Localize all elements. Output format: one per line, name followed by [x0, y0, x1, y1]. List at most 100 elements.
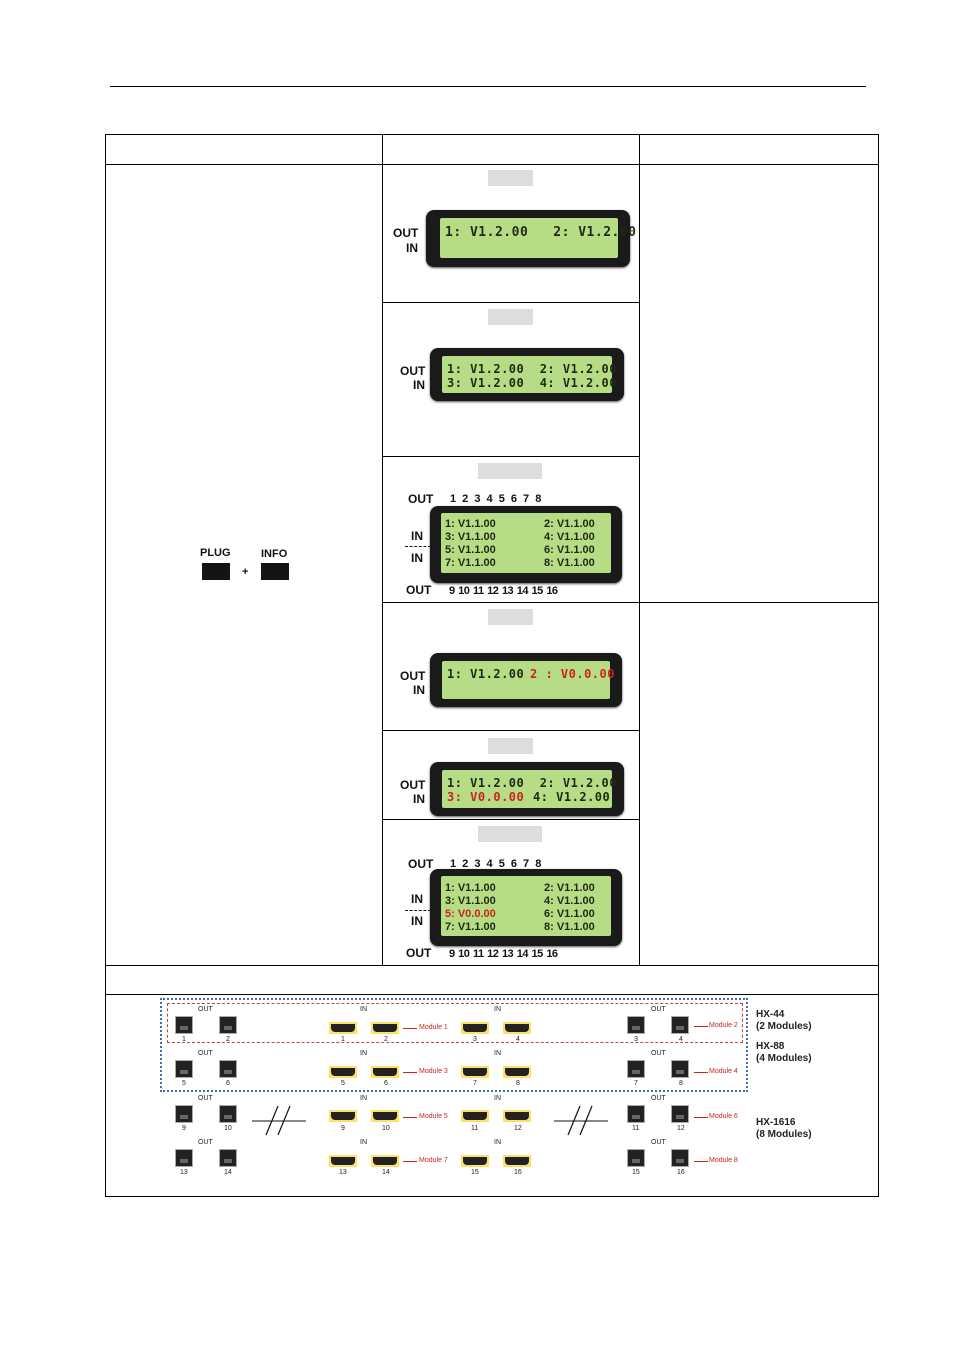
hdmi-port-icon: [371, 1110, 399, 1122]
in-label: IN: [494, 1006, 501, 1013]
info-button[interactable]: [261, 563, 289, 580]
lcd-cell: 2: V1.1.00: [544, 882, 595, 894]
lcd-cell: 1: V1.1.00: [445, 518, 496, 530]
port-number: 13: [180, 1169, 188, 1176]
port-number: 14: [382, 1169, 390, 1176]
model-tag: [488, 609, 533, 625]
in-label-1: IN: [411, 529, 423, 543]
in-label: IN: [360, 1139, 367, 1146]
hdmi-port-icon: [503, 1022, 531, 1034]
in-label: IN: [494, 1095, 501, 1102]
plug-label: PLUG: [200, 547, 231, 559]
lcd-cell: 6: V1.1.00: [544, 908, 595, 920]
lcd-screen: [441, 876, 611, 936]
out-label: OUT: [198, 1050, 213, 1057]
in-label: IN: [494, 1139, 501, 1146]
module-label: Module 7: [419, 1157, 448, 1164]
rj45-port-icon: [219, 1149, 237, 1167]
header-rule: [110, 86, 866, 87]
port-number: 5: [341, 1080, 345, 1087]
lcd-screen: [440, 218, 618, 258]
hdmi-port-icon: [329, 1155, 357, 1167]
hdmi-port-icon: [503, 1110, 531, 1122]
port-number: 3: [634, 1036, 638, 1043]
hdmi-port-icon: [371, 1155, 399, 1167]
port-number: 13: [339, 1169, 347, 1176]
port-number: 14: [224, 1169, 232, 1176]
out-numbers-bottom: 9 10 11 12 13 14 15 16: [449, 948, 558, 960]
rj45-port-icon: [627, 1149, 645, 1167]
module-label: Module 2: [709, 1022, 738, 1029]
out-label: OUT: [400, 669, 426, 683]
in-label: IN: [413, 378, 425, 392]
port-number: 12: [677, 1125, 685, 1132]
out-label: OUT: [198, 1139, 213, 1146]
port-number: 11: [471, 1125, 479, 1132]
lcd-line-2-ok: 4: V1.2.00: [533, 790, 611, 804]
port-number: 2: [384, 1036, 388, 1043]
module-label: Module 6: [709, 1113, 738, 1120]
in-label: IN: [494, 1050, 501, 1057]
lcd-line-2: 3: V1.2.00 4: V1.2.00: [447, 376, 617, 390]
in-label-1: IN: [411, 892, 423, 906]
lcd-cell: 3: V1.1.00: [445, 531, 496, 543]
lcd-cell: 1: V1.1.00: [445, 882, 496, 894]
lcd-cell: 3: V1.1.00: [445, 895, 496, 907]
port-number: 16: [514, 1169, 522, 1176]
lcd-line-1: 1: V1.2.00 2: V1.2.00: [445, 225, 637, 240]
in-label: IN: [413, 683, 425, 697]
port-number: 10: [224, 1125, 232, 1132]
lcd-right-error: 2 : V0.0.00: [530, 667, 615, 681]
lcd-screen: [442, 661, 610, 699]
out-label: OUT: [198, 1006, 213, 1013]
port-number: 12: [514, 1125, 522, 1132]
plug-button[interactable]: [202, 563, 230, 580]
port-number: 8: [516, 1080, 520, 1087]
lcd-cell: 8: V1.1.00: [544, 557, 595, 569]
lcd-cell: 7: V1.1.00: [445, 557, 496, 569]
out-label-bottom: OUT: [406, 583, 432, 597]
rj45-port-icon: [627, 1105, 645, 1123]
port-number: 6: [226, 1080, 230, 1087]
hdmi-port-icon: [503, 1155, 531, 1167]
lcd-cell: 6: V1.1.00: [544, 544, 595, 556]
plus-sign: +: [242, 566, 249, 578]
module-label: Module 4: [709, 1068, 738, 1075]
out-label: OUT: [400, 778, 426, 792]
port-number: 1: [182, 1036, 186, 1043]
rj45-port-icon: [219, 1016, 237, 1034]
hdmi-port-icon: [461, 1155, 489, 1167]
hdmi-port-icon: [329, 1022, 357, 1034]
module-label: Module 3: [419, 1068, 448, 1075]
hdmi-port-icon: [371, 1066, 399, 1078]
out-label: OUT: [651, 1006, 666, 1013]
lcd-cell: 4: V1.1.00: [544, 531, 595, 543]
model-tag: [488, 170, 533, 186]
out-label: OUT: [651, 1139, 666, 1146]
hx44-label: HX-44(2 Modules): [756, 1009, 812, 1032]
lcd-line-2-error: 3: V0.0.00: [447, 790, 525, 804]
hdmi-port-icon: [461, 1022, 489, 1034]
port-number: 7: [473, 1080, 477, 1087]
lcd-cell: 8: V1.1.00: [544, 921, 595, 933]
lcd-cell: 7: V1.1.00: [445, 921, 496, 933]
hx1616-label: HX-1616(8 Modules): [756, 1117, 812, 1140]
out-label: OUT: [400, 364, 426, 378]
rj45-port-icon: [219, 1105, 237, 1123]
module-label: Module 1: [419, 1024, 448, 1031]
port-number: 1: [341, 1036, 345, 1043]
model-tag: [488, 738, 533, 754]
lcd-screen: [442, 356, 612, 393]
in-label: IN: [360, 1095, 367, 1102]
rj45-port-icon: [175, 1149, 193, 1167]
rj45-port-icon: [175, 1060, 193, 1078]
rj45-port-icon: [671, 1016, 689, 1034]
hdmi-port-icon: [371, 1022, 399, 1034]
hdmi-port-icon: [503, 1066, 531, 1078]
port-number: 9: [182, 1125, 186, 1132]
lcd-screen: [442, 770, 612, 808]
lcd-line-1: 1: V1.2.00 2: V1.2.00: [447, 776, 617, 790]
port-number: 4: [679, 1036, 683, 1043]
port-number: 10: [382, 1125, 390, 1132]
port-number: 4: [516, 1036, 520, 1043]
